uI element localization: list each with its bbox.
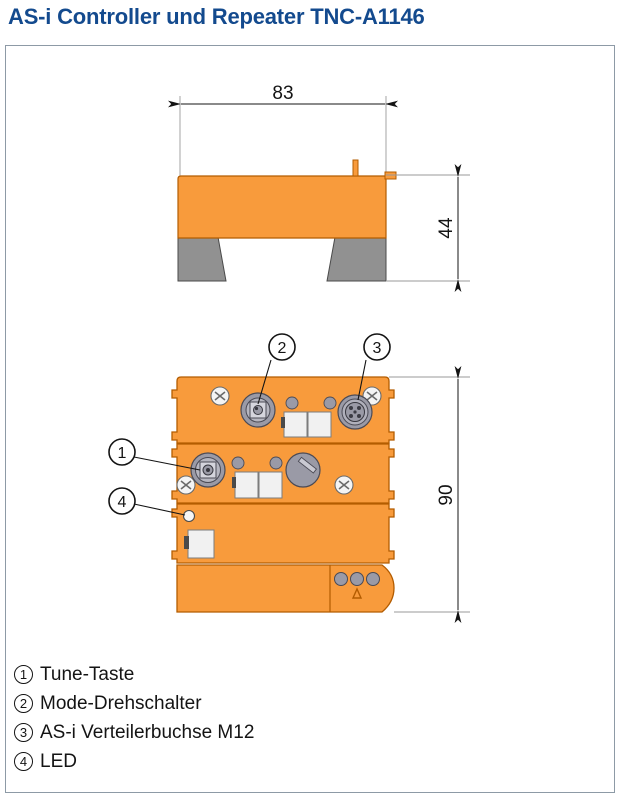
page-title: AS-i Controller und Repeater TNC-A1146 [8, 4, 425, 29]
legend-label-4: LED [40, 750, 77, 772]
legend-label-2: Mode-Drehschalter [40, 692, 202, 714]
legend-number-3: 3 [14, 723, 33, 742]
legend-number-4: 4 [14, 752, 33, 771]
list-item: 3 AS-i Verteilerbuchse M12 [14, 718, 414, 747]
legend: 1 Tune-Taste 2 Mode-Drehschalter 3 AS-i … [14, 660, 414, 776]
legend-number-2: 2 [14, 694, 33, 713]
list-item: 1 Tune-Taste [14, 660, 414, 689]
list-item: 2 Mode-Drehschalter [14, 689, 414, 718]
legend-label-3: AS-i Verteilerbuchse M12 [40, 721, 255, 743]
legend-label-1: Tune-Taste [40, 663, 135, 685]
legend-number-1: 1 [14, 665, 33, 684]
list-item: 4 LED [14, 747, 414, 776]
